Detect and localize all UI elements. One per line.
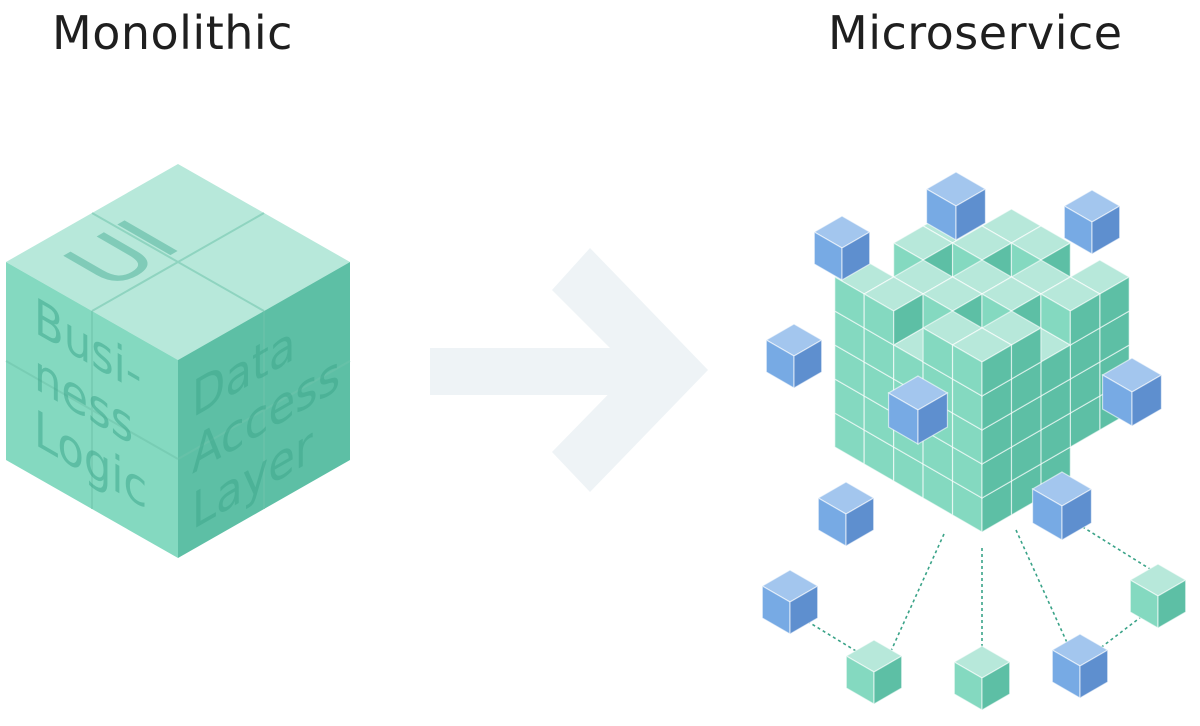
blue-node-cube: [761, 569, 819, 636]
green-service-cube: [951, 327, 1013, 398]
business-logic-label: Busi- ness Logic: [34, 286, 155, 526]
monolithic-title: Monolithic: [52, 6, 293, 60]
connector-line: [1015, 529, 1075, 659]
blue-service-cube: [765, 323, 823, 390]
connector-line: [885, 533, 945, 663]
service-node-cubes: [761, 563, 1187, 712]
blue-service-cube: [1031, 471, 1093, 542]
green-node-cube: [953, 645, 1011, 712]
green-service-cube: [1039, 276, 1101, 347]
blue-service-cubes: [765, 171, 1163, 548]
blue-service-cube: [813, 215, 871, 282]
monolith-cube: UI Busi- ness Logic Data Access Layer: [5, 164, 351, 558]
blue-service-cube: [817, 481, 875, 548]
blue-service-cube: [1063, 189, 1121, 256]
blue-service-cube: [925, 171, 987, 242]
green-node-cube: [1129, 563, 1187, 630]
blue-service-cube: [887, 375, 949, 446]
green-service-cube: [863, 276, 925, 347]
transition-arrow: [430, 248, 708, 492]
microservice-title: Microservice: [828, 6, 1123, 60]
blue-service-cube: [1101, 357, 1163, 428]
microservice-cluster: [833, 208, 1131, 534]
blue-node-cube: [1051, 633, 1109, 700]
green-node-cube: [845, 639, 903, 706]
